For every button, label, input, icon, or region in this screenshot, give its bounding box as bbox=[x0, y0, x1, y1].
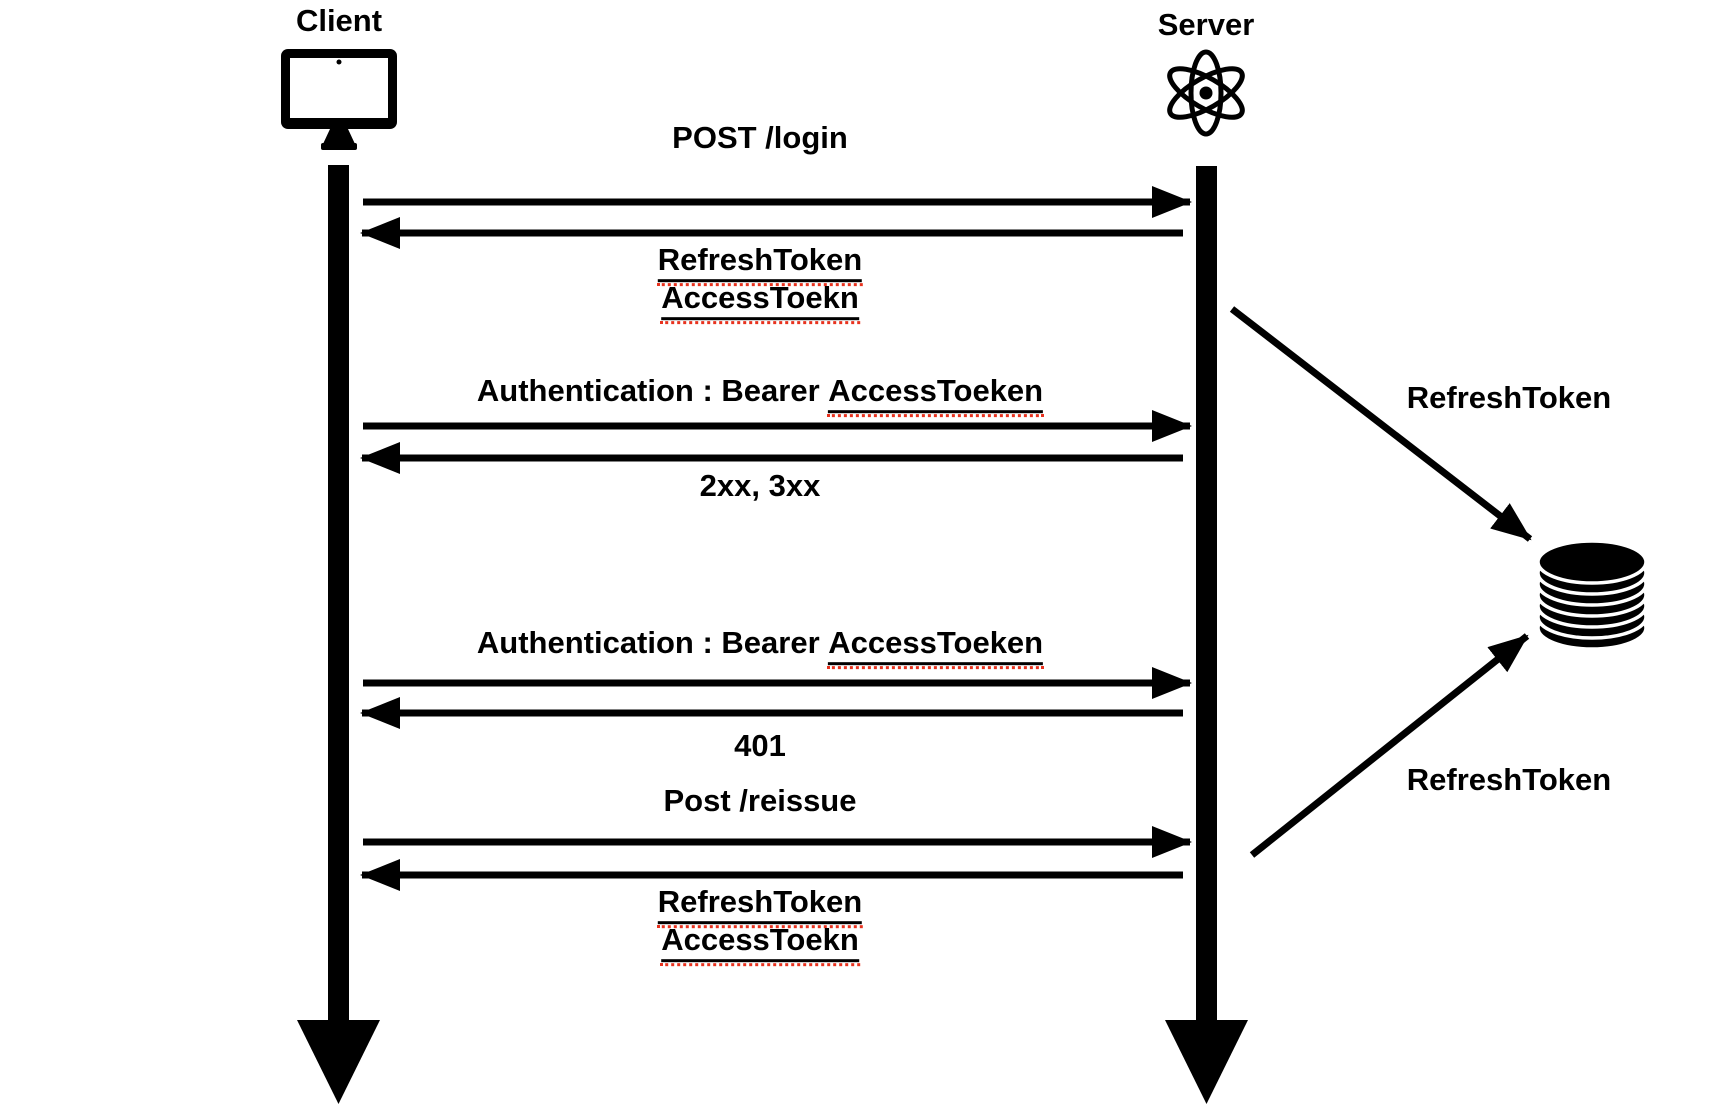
refresh-token-text: RefreshToken bbox=[656, 242, 864, 286]
database-icon bbox=[1536, 539, 1648, 651]
message-label-auth-2: Authentication : Bearer AccessToeken bbox=[476, 625, 1044, 669]
client-actor-label: Client bbox=[295, 3, 383, 39]
database-note-label-top: RefreshToken bbox=[1406, 380, 1612, 416]
access-toeken-text: AccessToeken bbox=[827, 373, 1044, 417]
server-actor-label: Server bbox=[1157, 7, 1255, 43]
message-label-auth-1: Authentication : Bearer AccessToeken bbox=[476, 373, 1044, 417]
message-label-login-response-line2: AccessToekn bbox=[660, 280, 860, 324]
message-label-post-login: POST /login bbox=[672, 120, 848, 156]
access-toekn-text: AccessToekn bbox=[660, 280, 860, 324]
message-label-2xx-3xx: 2xx, 3xx bbox=[699, 468, 821, 504]
atom-icon bbox=[1167, 49, 1245, 137]
monitor-icon bbox=[281, 49, 397, 150]
message-label-reissue-response-line1: RefreshToken bbox=[656, 884, 864, 928]
auth-prefix-text: Authentication : Bearer bbox=[476, 373, 820, 409]
auth-prefix-text: Authentication : Bearer bbox=[476, 625, 820, 661]
client-lifeline bbox=[297, 165, 380, 1104]
message-label-401: 401 bbox=[734, 728, 786, 764]
message-label-login-response-line1: RefreshToken bbox=[656, 242, 864, 286]
access-toeken-text: AccessToeken bbox=[827, 625, 1044, 669]
refresh-token-text: RefreshToken bbox=[656, 884, 864, 928]
message-label-reissue-response-line2: AccessToekn bbox=[660, 922, 860, 966]
server-lifeline bbox=[1165, 166, 1248, 1104]
database-note-label-bottom: RefreshToken bbox=[1406, 762, 1612, 798]
server-to-database-arrow-bottom bbox=[1249, 633, 1530, 858]
access-toekn-text: AccessToekn bbox=[660, 922, 860, 966]
server-to-database-arrow-top bbox=[1229, 306, 1533, 542]
message-label-post-reissue: Post /reissue bbox=[663, 783, 857, 819]
